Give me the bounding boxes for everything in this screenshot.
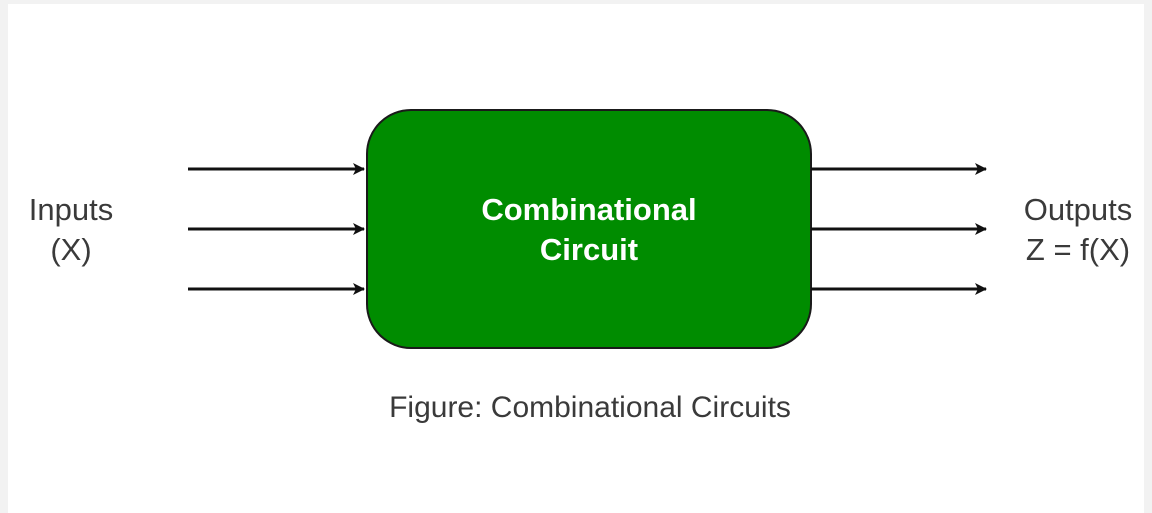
block-label-line2: Circuit bbox=[539, 232, 639, 267]
figure-caption: Figure: Combinational Circuits bbox=[389, 391, 791, 424]
outputs-label-line2: Z = f(X) bbox=[1025, 232, 1131, 267]
inputs-label-line2: (X) bbox=[50, 232, 92, 267]
outputs-label-line1: Outputs bbox=[1023, 192, 1133, 227]
outputs-label: Outputs Z = f(X) bbox=[1008, 190, 1148, 270]
inputs-label-line1: Inputs bbox=[28, 192, 114, 227]
inputs-label: Inputs (X) bbox=[12, 190, 130, 270]
block-label: Combinational Circuit bbox=[368, 190, 810, 270]
block-label-line1: Combinational bbox=[481, 192, 697, 227]
